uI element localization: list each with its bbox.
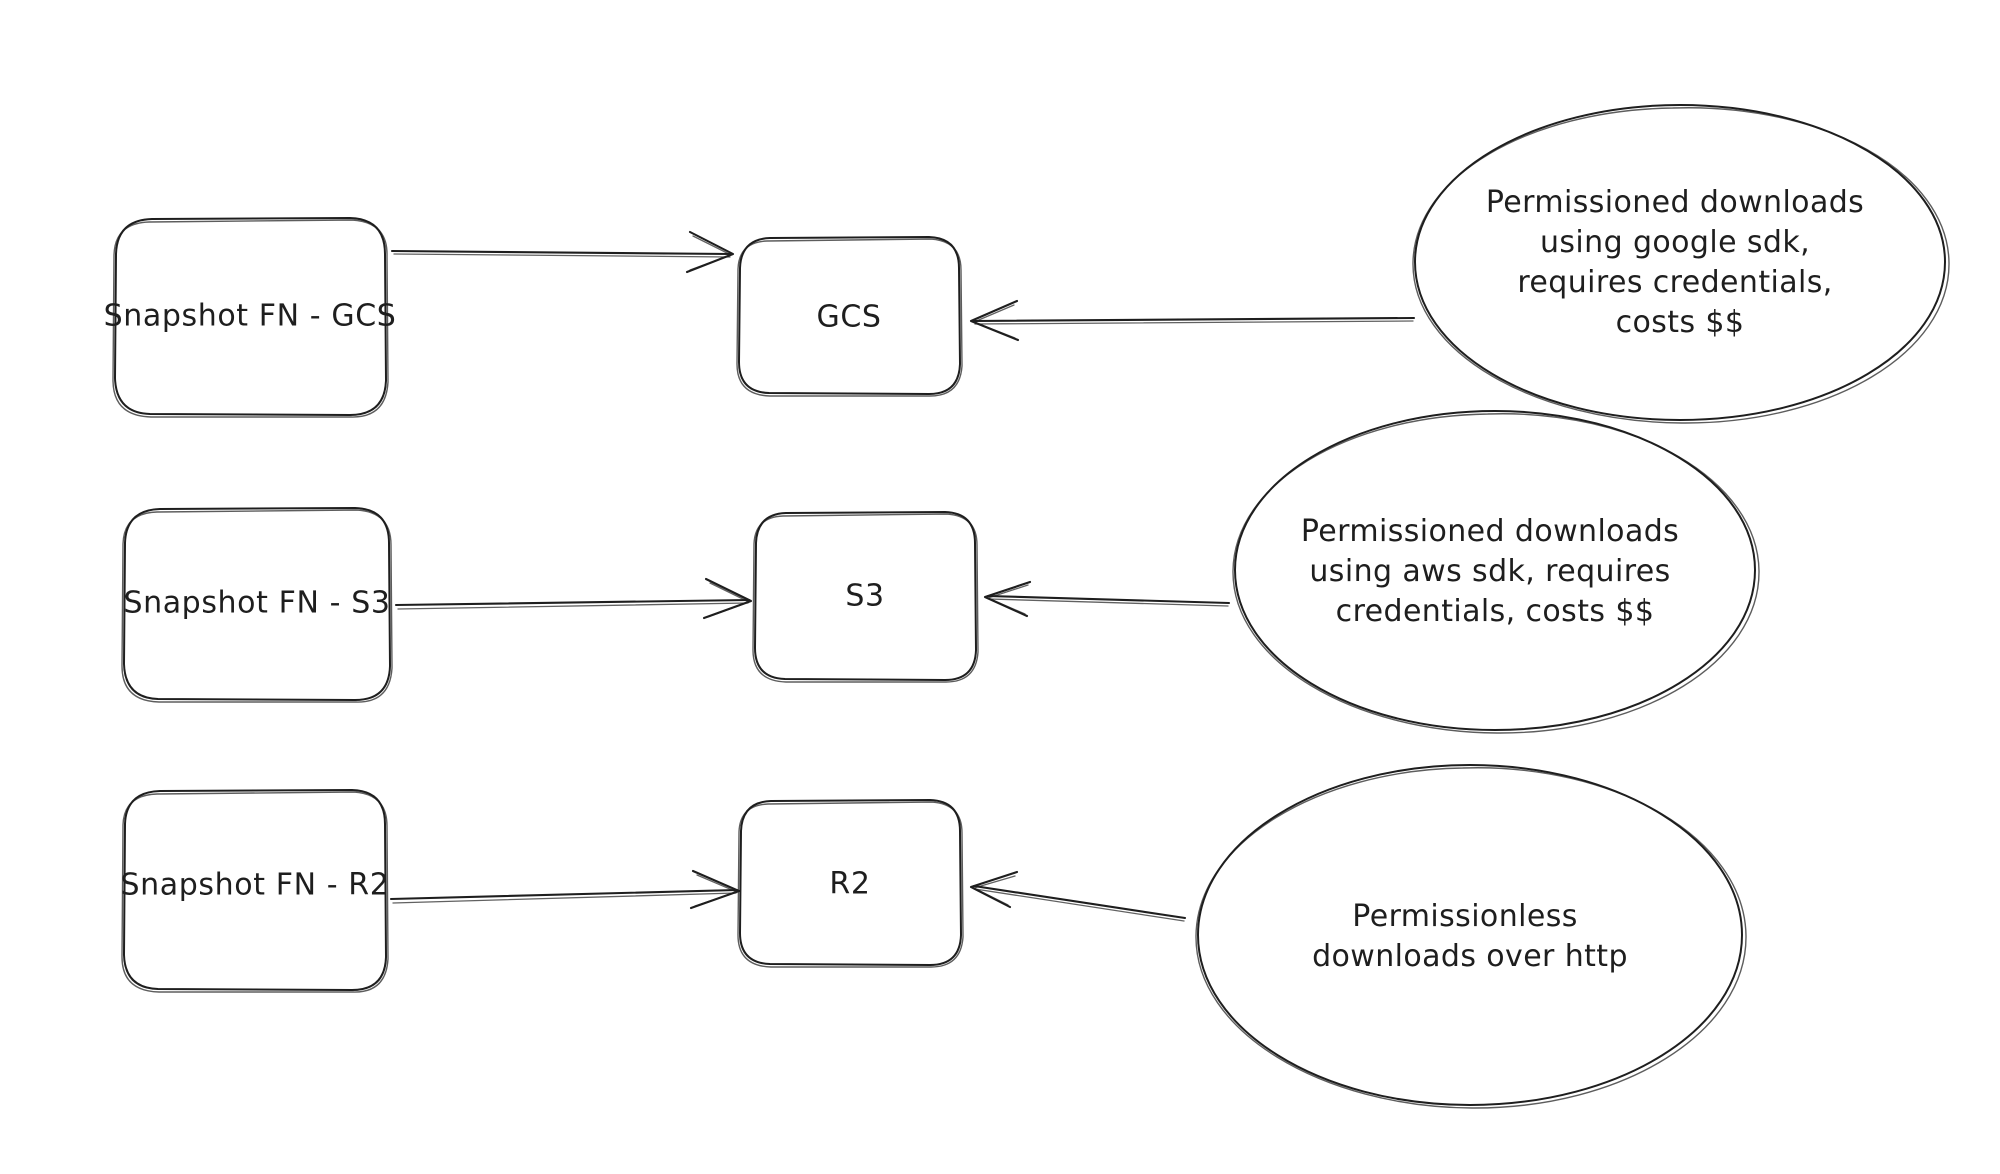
row-s3: Snapshot FN - S3 S3	[121, 410, 1760, 734]
note-line: costs $$	[1616, 305, 1745, 340]
arrow-gcs-source-to-target	[390, 230, 735, 274]
note-line: downloads over http	[1312, 939, 1628, 974]
arrow-gcs-note-to-target	[969, 299, 1416, 342]
source-node-r2-label: Snapshot FN - R2	[121, 868, 390, 903]
note-line: Permissioned downloads	[1486, 185, 1864, 220]
note-line: Permissioned downloads	[1301, 514, 1679, 549]
note-line: requires credentials,	[1517, 265, 1832, 300]
row-gcs: Snapshot FN - GCS GCS	[104, 104, 1950, 424]
arrow-r2-source-to-target	[389, 869, 741, 910]
note-ellipse-s3[interactable]: Permissioned downloads using aws sdk, re…	[1232, 410, 1760, 734]
note-ellipse-r2-text: Permissionless downloads over http	[1312, 899, 1628, 974]
note-ellipse-gcs[interactable]: Permissioned downloads using google sdk,…	[1412, 104, 1950, 424]
source-node-r2[interactable]: Snapshot FN - R2	[121, 789, 390, 993]
target-node-gcs[interactable]: GCS	[736, 236, 963, 397]
source-node-s3-label: Snapshot FN - S3	[123, 586, 390, 621]
note-line: using aws sdk, requires	[1309, 554, 1670, 589]
note-line: using google sdk,	[1540, 225, 1810, 260]
target-node-gcs-label: GCS	[816, 300, 881, 335]
arrow-r2-note-to-target	[969, 870, 1187, 922]
note-line: Permissionless	[1352, 899, 1577, 934]
note-ellipse-gcs-text: Permissioned downloads using google sdk,…	[1486, 185, 1874, 340]
source-node-gcs[interactable]: Snapshot FN - GCS	[104, 217, 397, 418]
target-node-s3-label: S3	[845, 579, 884, 614]
target-node-r2-label: R2	[829, 867, 870, 902]
note-line: credentials, costs $$	[1336, 594, 1655, 629]
target-node-s3[interactable]: S3	[752, 511, 979, 683]
target-node-r2[interactable]: R2	[737, 799, 964, 968]
arrow-s3-note-to-target	[983, 580, 1231, 618]
note-ellipse-r2[interactable]: Permissionless downloads over http	[1195, 764, 1747, 1109]
source-node-s3[interactable]: Snapshot FN - S3	[121, 507, 393, 703]
arrow-s3-source-to-target	[394, 577, 753, 620]
note-ellipse-s3-text: Permissioned downloads using aws sdk, re…	[1301, 514, 1689, 629]
source-node-gcs-label: Snapshot FN - GCS	[104, 299, 397, 334]
row-r2: Snapshot FN - R2 R2	[121, 764, 1747, 1109]
